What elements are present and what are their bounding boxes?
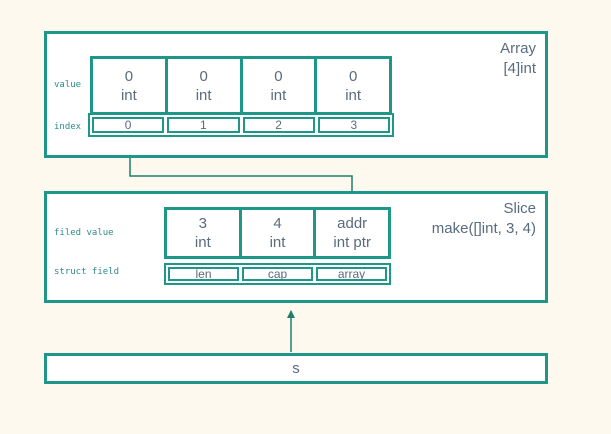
array-index-cell: 1: [167, 117, 240, 133]
array-box: Array [4]int value index 0 int 0 int 0 in…: [44, 31, 548, 158]
slice-array-pointer-cell: addr int ptr: [313, 207, 392, 259]
array-value-cells: 0 int 0 int 0 int 0 int: [90, 56, 392, 115]
array-value-cell: 0 int: [239, 56, 318, 115]
array-index-cell: 2: [242, 117, 315, 133]
slice-field-name-cell: len: [168, 267, 239, 281]
cell-type: int: [269, 234, 286, 251]
array-value-cell: 0 int: [164, 56, 243, 115]
slice-title-type: Slice: [503, 200, 536, 217]
cell-value: 0: [124, 67, 134, 85]
cell-type: int: [195, 86, 212, 104]
slice-variable-label: s: [292, 360, 300, 377]
cell-type: int: [345, 86, 362, 104]
slice-box: Slice make([]int, 3, 4) filed value struc…: [44, 191, 548, 303]
cell-type: int: [120, 86, 137, 104]
slice-field-name-cell: array: [316, 267, 387, 281]
array-value-cell: 0 int: [90, 56, 168, 115]
cell-value: 4: [273, 215, 282, 232]
slice-title-decl: make([]int, 3, 4): [431, 220, 536, 237]
slice-box-title: Slice make([]int, 3, 4): [432, 199, 536, 239]
slice-field-name-cell: cap: [242, 267, 313, 281]
array-index-row-label: index: [54, 122, 82, 132]
cell-value: 0: [199, 67, 208, 85]
slice-struct-field-cells: len cap array: [164, 263, 391, 285]
cell-value: 3: [198, 215, 207, 232]
array-index-cells: 0 1 2 3: [88, 113, 394, 137]
slice-value-cells: 3 int 4 int addr int ptr: [164, 207, 392, 259]
array-index-cell: 0: [92, 117, 165, 133]
array-title-type: Array: [500, 40, 536, 57]
cell-value: 0: [348, 67, 358, 85]
cell-value: 0: [274, 67, 283, 85]
slice-struct-field-row-label: struct field: [54, 267, 120, 277]
cell-type: int ptr: [333, 234, 371, 251]
array-value-cell: 0 int: [314, 56, 392, 115]
array-index-cell: 3: [317, 117, 390, 133]
slice-len-value-cell: 3 int: [164, 207, 242, 259]
cell-value: addr: [337, 215, 368, 232]
slice-cap-value-cell: 4 int: [238, 207, 317, 259]
array-title-decl: [4]int: [503, 60, 536, 77]
array-box-title: Array [4]int: [500, 39, 536, 79]
slice-variable-box: s: [44, 353, 548, 384]
array-value-row-label: value: [54, 80, 82, 90]
cell-type: int: [194, 234, 211, 251]
cell-type: int: [270, 86, 287, 104]
slice-field-value-row-label: filed value: [54, 228, 114, 238]
